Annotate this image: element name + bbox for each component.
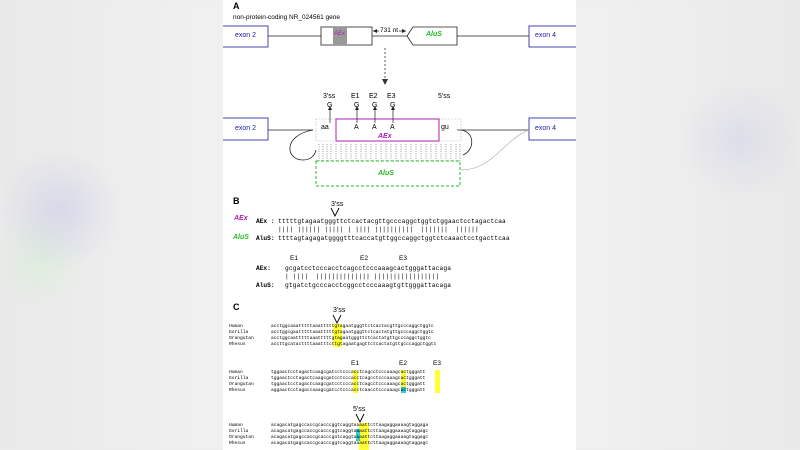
aex-seq-label-1: AEx : <box>256 218 275 225</box>
gene-label: non-protein-coding NR_024561 gene <box>233 14 340 21</box>
exon2-label-top: exon 2 <box>235 32 257 39</box>
species-2-b3: Gorilla <box>229 429 249 434</box>
aex-seq-label-2: AEx: <box>256 265 271 272</box>
e1-label-c: E1 <box>351 360 359 367</box>
e3-label-c: E3 <box>433 360 441 367</box>
e3-label-b: E3 <box>399 255 407 262</box>
species-1: Human <box>229 324 243 329</box>
ss3-label-c: 3'ss <box>333 307 346 314</box>
highlight-5ss-cyan <box>356 429 360 441</box>
highlight-e2-cyan <box>401 387 406 393</box>
alus-label-bottom: AluS <box>378 170 394 177</box>
aex-italic-label: AEx <box>234 215 248 222</box>
e2-label-c: E2 <box>399 360 407 367</box>
highlight-5ss <box>359 423 369 450</box>
block2-row-2: tggaactcctagactcaagcgatcctcccacctcagcctc… <box>271 376 426 381</box>
species-2-b2: Gorilla <box>229 376 249 381</box>
g-label-2: G <box>354 102 360 109</box>
alus-seq-label-1: AluS: <box>256 235 275 242</box>
species-3: Orangutan <box>229 336 254 341</box>
alus-box-bottom <box>315 160 461 187</box>
panel-b-letter: B <box>233 196 240 206</box>
panel-a-diagram <box>223 25 576 187</box>
block1-row-1: acctggcaaatttttaaatttttgtagaatgggttctcac… <box>271 324 434 329</box>
alus-arrow-box-top <box>406 26 458 46</box>
aex-shaded <box>333 27 347 45</box>
block2-row-3: tggaactcctagactcaagcgatcctcccacctcagcctc… <box>271 382 426 387</box>
alus-seq-1: ttttagtagagatggggtttcaccatgttggccaggctgg… <box>278 235 510 242</box>
exon2-box-top <box>223 25 269 48</box>
species-3-b3: Orangutan <box>229 435 254 440</box>
block3-row-3: acagacatgagccaccgcacccgatcaggtaaaattctta… <box>271 435 429 440</box>
species-3-b2: Orangutan <box>229 382 254 387</box>
alus-italic-label: AluS <box>233 234 249 241</box>
distance-label: 731 nt <box>379 27 400 34</box>
exon4-label-bottom: exon 4 <box>535 125 557 132</box>
species-1-b3: Human <box>229 423 243 428</box>
highlight-3ss <box>333 324 342 347</box>
species-4-b2: Rhesus <box>229 388 246 393</box>
block3-row-4: acagacatgagccaccgcacccggtcaggtaaaattctta… <box>271 441 429 446</box>
aex-seq-2: gcgatcctcccacctcagcctcccaaagcactgggattac… <box>285 265 452 272</box>
figure-page: A non-protein-coding NR_024561 gene <box>223 0 576 450</box>
block2-row-4: aggaactcctagaccaaagcgatcctcccacctcaacctc… <box>271 388 426 393</box>
aex-box-bottom <box>335 118 440 142</box>
highlight-e2 <box>401 370 406 387</box>
highlight-e3 <box>435 370 440 393</box>
a-label-2: A <box>372 124 377 131</box>
alus-seq-label-2: AluS: <box>256 282 275 289</box>
e1-label-a: E1 <box>351 93 360 100</box>
g-label-4: G <box>390 102 396 109</box>
species-4: Rhesus <box>229 342 246 347</box>
block3-row-1: acagacatgagccaccgcacccggtcaggtaaaattctta… <box>271 423 429 428</box>
ss3-label-a: 3'ss <box>323 93 336 100</box>
block1-row-3: acctggcaatttttaaatttttgtagaatgggttctcact… <box>271 336 431 341</box>
panel-c-letter: C <box>233 302 240 312</box>
ss5-label-a: 5'ss <box>438 93 451 100</box>
panel-a-letter: A <box>233 1 240 11</box>
block1-row-4: accttgcatacttttaaatttcttgtagaatgagttctca… <box>271 342 437 347</box>
alus-label-top: AluS <box>426 31 442 38</box>
aex-label-top: AEx <box>334 31 346 37</box>
species-4-b3: Rhesus <box>229 441 246 446</box>
exon4-box-top <box>528 25 576 48</box>
ss5-label-c: 5'ss <box>353 406 366 413</box>
e1-label-b: E1 <box>290 255 298 262</box>
species-2: Gorilla <box>229 330 249 335</box>
e3-label-a: E3 <box>387 93 396 100</box>
aex-seq-1: tttttgtagaatgggttctcactacgttgcccaggctggt… <box>278 218 506 225</box>
highlight-e1 <box>353 370 358 393</box>
exon2-box-bottom <box>223 117 269 141</box>
exon4-box-bottom <box>528 117 576 141</box>
block3-row-2: acagacatgagccaccgcacccggtcaggtaaaattctta… <box>271 429 429 434</box>
block2-row-1: tggaactcctagactcaagcgatcctcccacctcagcctc… <box>271 370 426 375</box>
gu-label: gu <box>441 124 449 131</box>
exon4-label-top: exon 4 <box>535 32 557 39</box>
e2-label-b: E2 <box>360 255 368 262</box>
a-label-1: A <box>354 124 359 131</box>
g-label-1: G <box>327 102 333 109</box>
e2-label-a: E2 <box>369 93 378 100</box>
exon2-label-bottom: exon 2 <box>235 125 257 132</box>
alus-seq-2: gtgatctgcccacctcggcctcccaaagtgttgggattac… <box>285 282 452 289</box>
block1-row-2: acctggcgaatttttaaatttttgtagaatgggttctcac… <box>271 330 434 335</box>
aa-label: aa <box>321 124 329 131</box>
a-label-3: A <box>390 124 395 131</box>
aex-label-bottom: AEx <box>378 133 392 140</box>
match-line-1: |||| |||||| ||||| | |||| |||||||||| ||||… <box>278 226 479 233</box>
ss3-label-b: 3'ss <box>331 201 344 208</box>
g-label-3: G <box>372 102 378 109</box>
match-line-2: | |||| |||||||||||||| ||||||||||||||||| <box>285 273 440 280</box>
species-1-b2: Human <box>229 370 243 375</box>
